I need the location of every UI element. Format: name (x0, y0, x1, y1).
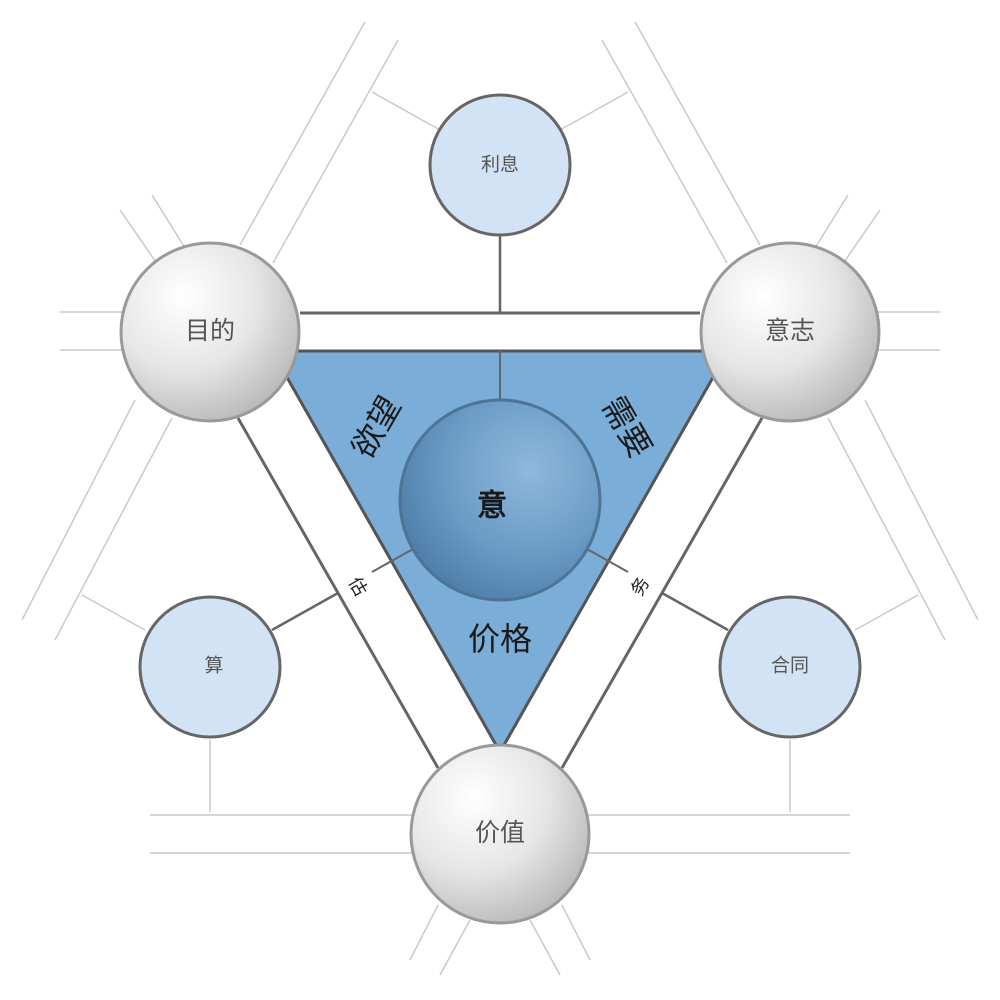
side-node-right-label: 合同 (771, 655, 809, 677)
sector-label-bottom: 价格 (468, 620, 532, 658)
band-label-left: 估 (344, 574, 371, 600)
center-sphere (398, 398, 602, 602)
corner-node-top-right-label: 意志 (765, 316, 815, 345)
center-label: 意 (477, 489, 507, 524)
corner-node-top-left-label: 目的 (185, 316, 235, 345)
side-node-top: 利息 (428, 93, 572, 237)
side-node-top-label: 利息 (481, 154, 519, 176)
side-connectors (271, 235, 729, 632)
corner-node-top-right: 意志 (699, 241, 881, 423)
sector-dividers (371, 351, 629, 573)
side-node-left-label: 算 (204, 655, 223, 677)
corner-node-top-left: 目的 (119, 241, 301, 423)
band-label-right: 务 (627, 574, 654, 600)
side-node-right: 合同 (718, 595, 862, 739)
corner-node-bottom-label: 价值 (475, 818, 525, 847)
corner-node-bottom: 价值 (409, 743, 591, 925)
side-node-left: 算 (138, 595, 282, 739)
outer-frame-lines (21, 21, 979, 976)
